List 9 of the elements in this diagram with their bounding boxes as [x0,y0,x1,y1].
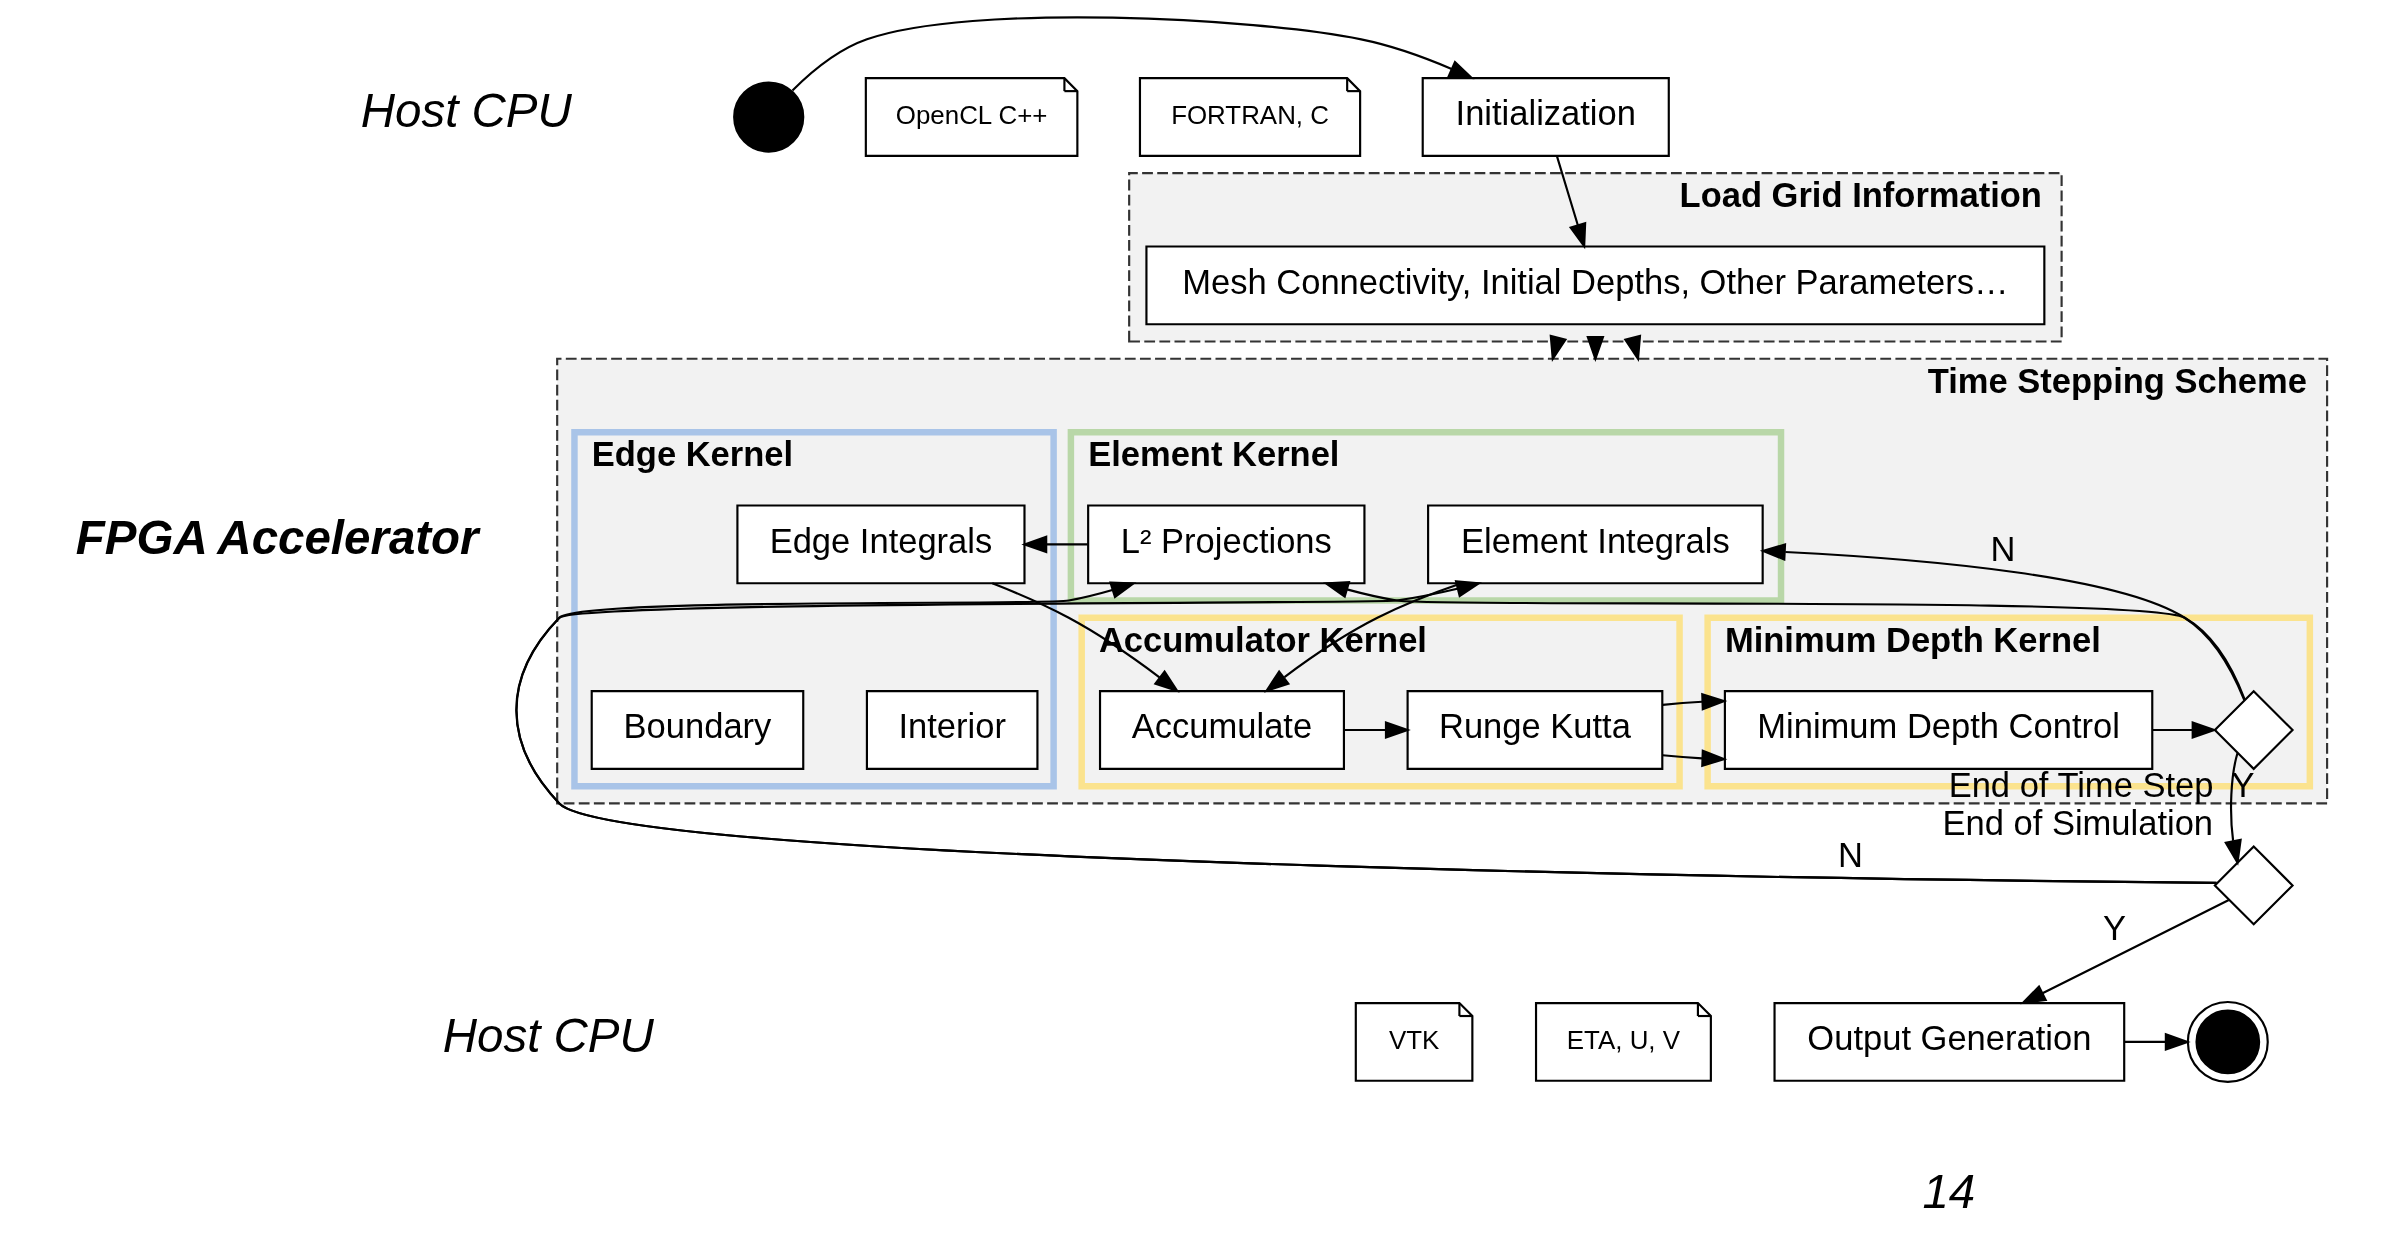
label: Host CPU [360,83,572,137]
edge-label: Y [2230,765,2254,804]
node-label: End of Simulation [1942,804,2213,843]
label: 14 [1921,1165,1975,1219]
edge-label: N [1837,836,1863,875]
label: Host CPU [442,1008,654,1062]
label: FPGA Accelerator [75,511,479,565]
edge-label: N [1989,530,2015,569]
edge-label: Y [2102,908,2126,947]
